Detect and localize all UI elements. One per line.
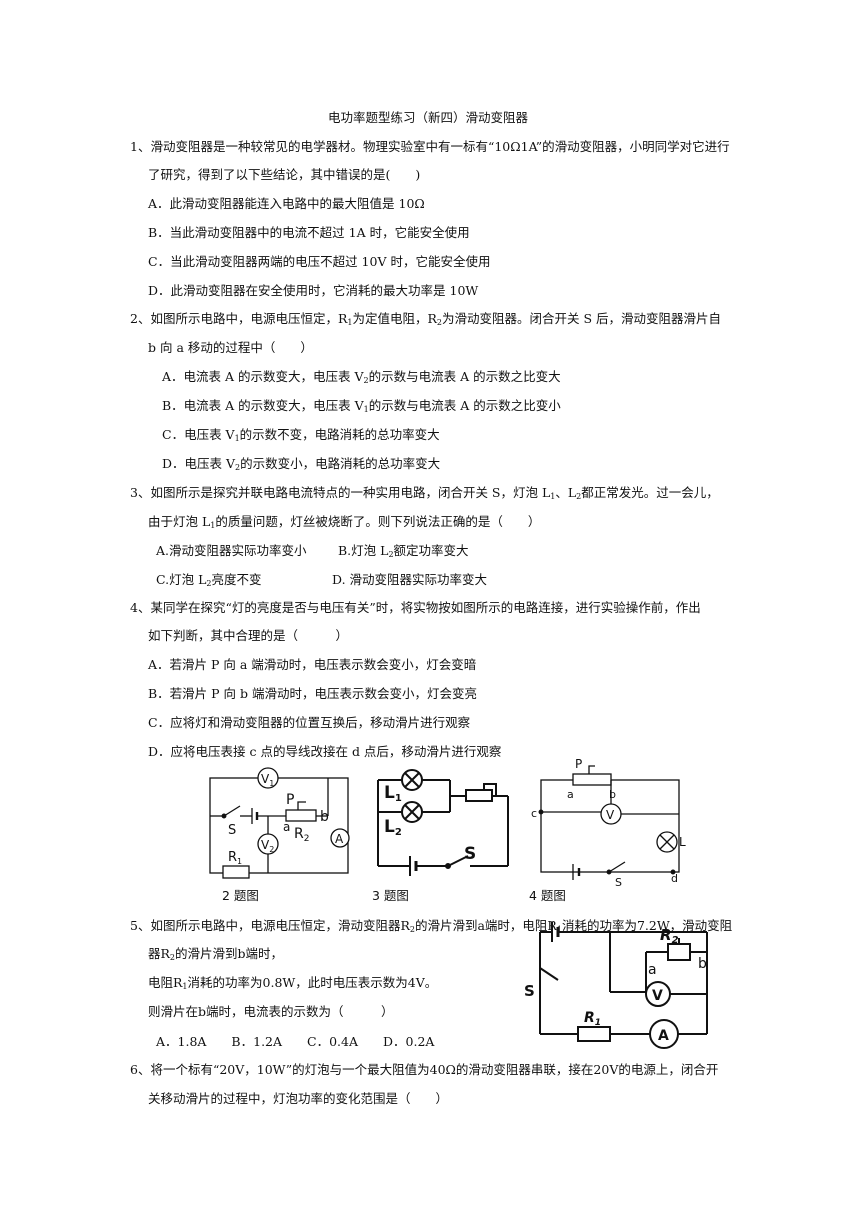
fig3-rheostat [465, 789, 493, 802]
fig3-l1-label: L1 [384, 783, 402, 804]
fig2-switch-blade [223, 805, 241, 817]
fig5-switch-blade [539, 967, 559, 981]
question-5-stem-line-2: 器R2的滑片滑到b端时， [148, 946, 284, 962]
fig5-a-label: a [648, 962, 657, 978]
fig2-voltmeter-v1 [257, 767, 279, 789]
question-2-option-c: C．电压表 V1的示数不变，电路消耗的总功率变大 [162, 427, 440, 443]
fig2-r2-label: R2 [294, 826, 309, 844]
fig2-a-label: a [283, 820, 290, 834]
fig4-switch-blade [608, 861, 626, 873]
fig3-lamp-l1-cross [404, 772, 420, 788]
question-1-stem-line-1: 1、滑动变阻器是一种较常见的电学器材。物理实验室中有一标有“10Ω1A”的滑动变… [130, 139, 730, 154]
fig2-resistor-r1 [222, 865, 250, 879]
fig4-node-c [538, 809, 544, 815]
question-4-option-b: B．若滑片 P 向 b 端滑动时，电压表示数会变小，灯会变亮 [148, 686, 477, 701]
fig3-caption: 3 题图 [372, 888, 409, 903]
fig5-rheostat-r2 [667, 943, 691, 961]
figure-5-circuit: R2 a b V S R1 A [524, 922, 708, 1049]
question-1-option-c: C．当此滑动变阻器两端的电压不超过 10V 时，它能安全使用 [148, 254, 491, 269]
question-1-option-d: D．此滑动变阻器在安全使用时，它消耗的最大功率是 10W [148, 283, 479, 298]
fig4-slider-arm [588, 765, 595, 774]
fig2-v2-label: V2 [261, 838, 274, 854]
fig4-d-label: d [671, 872, 678, 885]
question-5-stem-line-4: 则滑片在b端时，电流表的示数为（ ） [148, 1004, 394, 1019]
fig3-s-label: S [464, 844, 476, 864]
fig4-b-label: b [609, 788, 616, 801]
fig2-r1-label: R1 [228, 850, 242, 866]
fig4-lamp-cross [659, 834, 675, 850]
fig3-slider-arm [483, 783, 497, 796]
fig4-v-label: V [606, 808, 615, 822]
question-5-options: A．1.8A B．1.2A C．0.4A D．0.2A [156, 1034, 435, 1049]
question-3-stem-line-2: 由于灯泡 L1的质量问题，灯丝被烧断了。则下列说法正确的是（ ） [148, 514, 541, 530]
fig5-v-label: V [652, 988, 663, 1004]
question-2-option-d: D．电压表 V2的示数变小，电路消耗的总功率变大 [162, 456, 441, 472]
question-3-stem-line-1: 3、如图所示是探究并联电路电流特点的一种实用电路，闭合开关 S，灯泡 L1、L2… [130, 485, 719, 501]
fig4-caption: 4 题图 [529, 888, 566, 903]
question-1-option-a: A．此滑动变阻器能连入电路中的最大阻值是 10Ω [148, 196, 425, 211]
question-3-option-b: B.灯泡 L2额定功率变大 [338, 543, 469, 559]
page-title: 电功率题型练习（新四）滑动变阻器 [328, 110, 529, 125]
fig2-wire-loop [209, 777, 349, 874]
question-3-option-c: C.灯泡 L2亮度不变 [156, 572, 262, 588]
question-3-option-a: A.滑动变阻器实际功率变小 [156, 543, 307, 558]
fig5-r2-label: R2 [660, 926, 679, 946]
fig2-ammeter [330, 828, 350, 848]
fig2-v1-label: V1 [261, 772, 274, 788]
fig4-rheostat [572, 773, 612, 786]
fig4-p-label: P [575, 757, 582, 771]
fig2-b-label: b [320, 809, 329, 825]
question-4-stem-line-2: 如下判断，其中合理的是（ ） [148, 628, 349, 643]
figure-2-circuit: V1 P b a R2 S V2 R1 A 2 题图 [209, 767, 350, 903]
fig5-a-meter-label: A [658, 1028, 669, 1044]
fig2-caption: 2 题图 [222, 888, 259, 903]
fig3-switch-blade [447, 855, 469, 867]
question-6-stem-line-1: 6、将一个标有“20V，10W”的灯泡与一个最大阻值为40Ω的滑动变阻器串联，接… [130, 1062, 719, 1077]
figure-3-circuit: L1 L2 S 3 题图 [372, 769, 509, 903]
fig4-l-label: L [679, 835, 686, 849]
question-3-option-d: D. 滑动变阻器实际功率变大 [332, 572, 488, 587]
fig5-s-label: S [524, 982, 535, 1000]
fig2-rheostat-r2 [285, 809, 317, 822]
fig2-switch-pivot [221, 813, 227, 819]
question-4-stem-line-1: 4、某同学在探究“灯的亮度是否与电压有关”时，将实物按如图所示的电路连接，进行实… [130, 600, 701, 615]
figure-4-circuit: P a b V c L S d 4 题图 [529, 757, 686, 903]
fig2-s-label: S [228, 823, 236, 838]
fig4-node-d [670, 869, 676, 875]
question-4-option-a: A．若滑片 P 向 a 端滑动时，电压表示数会变小，灯会变暗 [148, 657, 477, 672]
question-1-stem-line-2: 了研究，得到了以下些结论，其中错误的是( ) [148, 167, 421, 182]
fig2-a-meter-label: A [335, 832, 344, 846]
question-6-stem-line-2: 关移动滑片的过程中，灯泡功率的变化范围是（ ） [148, 1091, 449, 1106]
fig3-lamp-l2-cross [404, 804, 420, 820]
fig4-s-label: S [615, 876, 622, 889]
question-4-option-d: D．应将电压表接 c 点的导线改接在 d 点后，移动滑片进行观察 [148, 744, 502, 759]
question-1-option-b: B．当此滑动变阻器中的电流不超过 1A 时，它能安全使用 [148, 225, 470, 240]
question-5-stem-line-1: 5、如图所示电路中，电源电压恒定，滑动变阻器R2的滑片滑到a端时，电阻R1消耗的… [130, 918, 733, 934]
fig4-a-label: a [567, 788, 574, 801]
question-2-stem-line-2: b 向 a 移动的过程中（ ） [148, 340, 313, 355]
fig5-r1-label: R1 [584, 1010, 601, 1028]
fig2-slider-arm [297, 801, 306, 810]
question-5-stem-line-3: 电阻R1消耗的功率为0.8W，此时电压表示数为4V。 [148, 975, 438, 991]
fig5-b-label: b [698, 956, 707, 972]
fig2-p-label: P [286, 792, 294, 808]
question-2-option-b: B．电流表 A 的示数变大，电压表 V1的示数与电流表 A 的示数之比变小 [162, 398, 561, 414]
question-4-option-c: C．应将灯和滑动变阻器的位置互换后，移动滑片进行观察 [148, 715, 471, 730]
question-2-stem-line-1: 2、如图所示电路中，电源电压恒定，R1为定值电阻，R2为滑动变阻器。闭合开关 S… [130, 311, 721, 327]
fig4-c-label: c [531, 807, 537, 820]
question-2-option-a: A．电流表 A 的示数变大，电压表 V2的示数与电流表 A 的示数之比变大 [162, 369, 561, 385]
fig3-l2-label: L2 [384, 817, 402, 838]
fig5-resistor-r1 [577, 1026, 611, 1042]
